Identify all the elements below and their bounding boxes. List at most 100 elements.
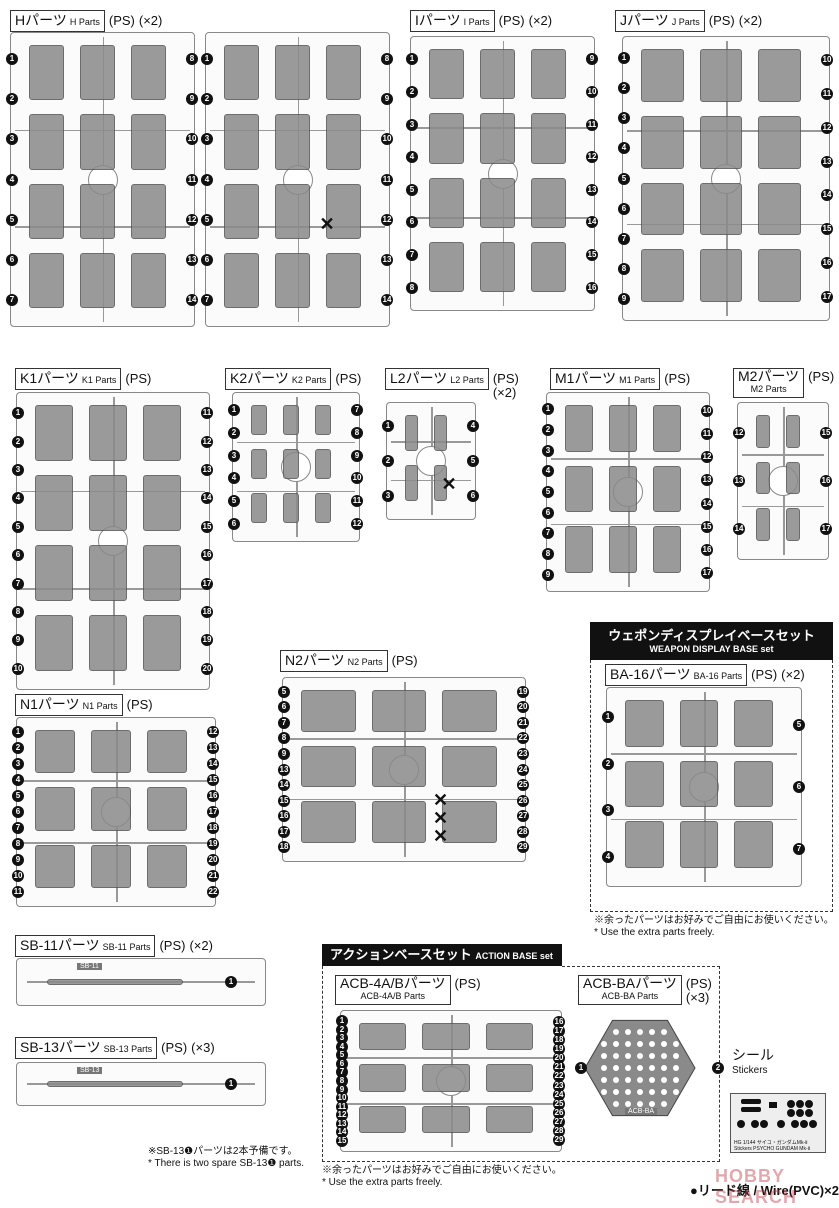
quantity: (×2) <box>738 13 763 28</box>
part-shape <box>641 249 684 302</box>
part-number-marker: 8 <box>381 53 393 66</box>
part-number-marker: 13 <box>381 253 393 266</box>
part-number-marker: 4 <box>12 492 24 505</box>
action-set-note: ※余ったパーツはお好みでご自由にお使いください。* Use the extra … <box>322 1165 562 1189</box>
part-shape <box>429 177 464 228</box>
part-number-marker: 7 <box>6 293 18 306</box>
part-shape <box>371 801 427 843</box>
part-shape <box>29 183 64 239</box>
part-number-marker: 3 <box>12 758 24 770</box>
part-number-marker: 1 <box>602 711 614 724</box>
part-number-marker: 8 <box>278 732 290 745</box>
part-number-marker: 10 <box>186 133 198 146</box>
part-number-marker: 29 <box>553 1134 565 1147</box>
part-shape <box>485 1064 533 1092</box>
part-shape <box>758 115 801 169</box>
part-number-marker: 4 <box>201 173 213 186</box>
part-shape <box>89 615 127 671</box>
label-en: M2 Parts <box>750 384 787 394</box>
part-number-marker: 9 <box>186 93 198 106</box>
part-number-marker: 10 <box>701 404 713 417</box>
part-number-marker: 5 <box>12 520 24 533</box>
part-shape <box>275 183 310 239</box>
label-jp: Iパーツ <box>415 12 461 28</box>
part-number-marker: 11 <box>201 407 213 420</box>
part-number-marker: 1 <box>228 404 240 417</box>
part-shape <box>224 45 259 101</box>
material: (PS) <box>708 13 735 28</box>
part-shape <box>80 183 115 239</box>
material: (PS) <box>126 697 153 712</box>
part-number-marker: 8 <box>351 427 363 439</box>
part-shape <box>89 405 127 461</box>
part-shape <box>480 241 515 292</box>
part-number-marker: 2 <box>228 427 240 439</box>
part-number-marker: 29 <box>517 841 529 854</box>
label-jp: BA-16パーツ <box>610 666 691 682</box>
unused-part-x-icon: ✕ <box>441 473 457 494</box>
sticker-sheet-text: HG 1/144 サイコ・ガンダムMk-Ⅱ Stickers PSYCHO GU… <box>734 1140 811 1152</box>
part-number-marker: 10 <box>821 53 833 66</box>
part-number-marker: 15 <box>278 794 290 807</box>
label-jp: ACB-4A/Bパーツ <box>340 975 446 991</box>
material: (PS) <box>108 13 135 28</box>
part-number-marker: 13 <box>278 763 290 776</box>
material: (PS) <box>159 938 186 953</box>
part-number-marker: 16 <box>553 1015 565 1028</box>
part-number-marker: 2 <box>201 93 213 106</box>
part-number-marker: 19 <box>517 685 529 698</box>
watermark: HOBBY SEARCH <box>715 1166 798 1207</box>
part-number-marker: 6 <box>278 701 290 714</box>
part-shape <box>131 114 166 170</box>
part-shape <box>422 1023 470 1051</box>
part-shape <box>531 241 566 292</box>
label-en: K1 Parts <box>81 375 117 385</box>
part-number-marker: 7 <box>793 843 805 855</box>
weapon-set-title-en: WEAPON DISPLAY BASE set <box>649 644 774 654</box>
part-number-marker: 2 <box>12 435 24 448</box>
part-shape <box>653 465 681 513</box>
part-number-marker: 15 <box>201 520 213 533</box>
part-shape <box>679 760 719 808</box>
part-number-marker: 14 <box>207 758 219 770</box>
part-number-marker: 8 <box>12 838 24 850</box>
part-shape <box>224 252 259 308</box>
part-shape <box>359 1105 407 1133</box>
part-shape <box>80 45 115 101</box>
part-number-marker: 12 <box>351 517 363 530</box>
part-number-marker: 1 <box>225 1078 237 1090</box>
wire-note: ●リード線 / Wire(PVC)×2 <box>690 1183 839 1198</box>
part-shape <box>143 545 181 601</box>
material: (PS) <box>685 976 712 991</box>
part-shape <box>734 700 773 747</box>
part-shape <box>80 114 115 170</box>
part-shape <box>609 526 637 573</box>
part-number-marker: 22 <box>517 732 529 745</box>
part-shape <box>143 475 181 531</box>
part-shape <box>653 526 681 573</box>
part-shape <box>143 615 181 671</box>
part-number-marker: 1 <box>6 53 18 66</box>
part-number-marker: 10 <box>351 472 363 485</box>
stickers-en: Stickers <box>732 1065 768 1076</box>
part-shape <box>315 405 331 435</box>
part-shape <box>275 45 310 101</box>
part-shape <box>565 465 593 513</box>
part-number-marker: 18 <box>201 606 213 618</box>
part-number-marker: 5 <box>228 495 240 507</box>
label-en: BA-16 Parts <box>693 671 743 681</box>
part-number-marker: 8 <box>12 606 24 618</box>
part-number-marker: 9 <box>351 449 363 462</box>
part-number-marker: 11 <box>351 495 363 507</box>
part-number-marker: 6 <box>12 806 24 818</box>
part-shape <box>699 115 743 169</box>
part-number-marker: 7 <box>618 232 630 245</box>
part-shape <box>442 801 497 843</box>
